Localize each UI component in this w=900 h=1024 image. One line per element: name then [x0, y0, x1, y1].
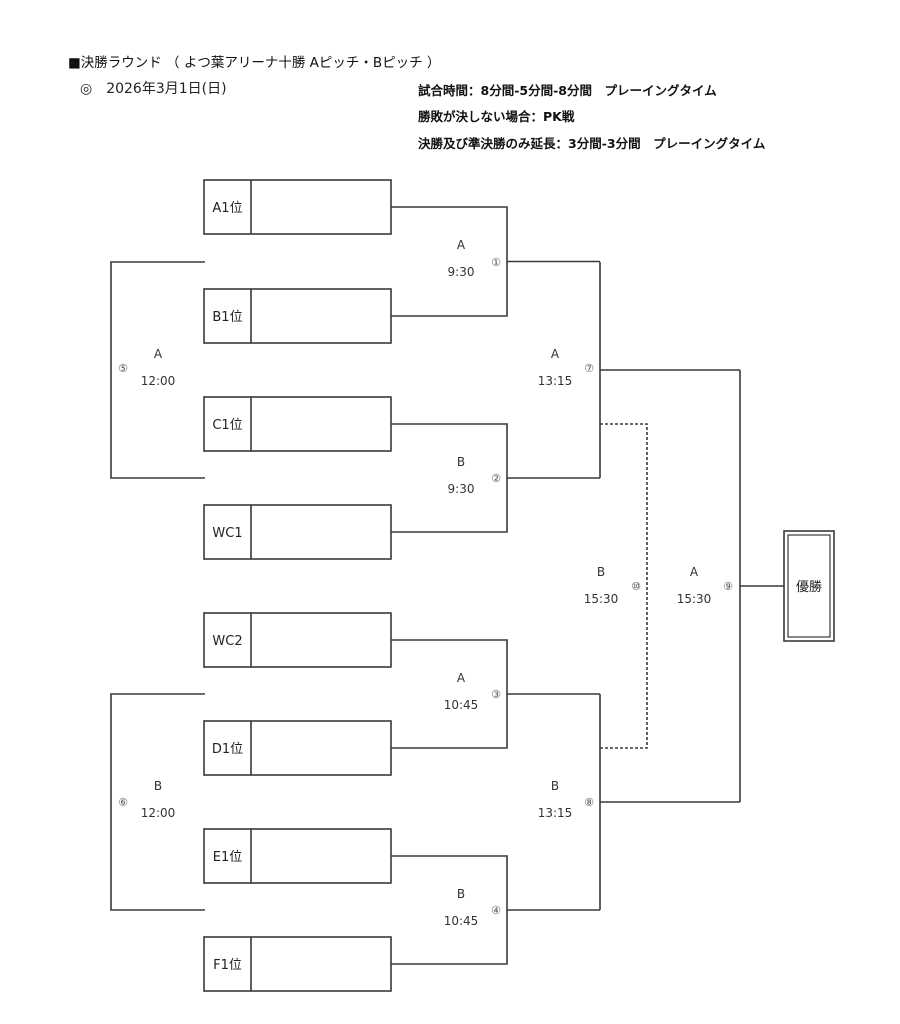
team-seed-label: C1位: [212, 418, 242, 433]
team-slot: C1位: [203, 396, 392, 452]
bracket-line-match-6: [110, 693, 205, 911]
match-pitch: B: [551, 779, 559, 793]
match-info: A 15:30 ⑨: [677, 565, 733, 606]
team-slot: F1位: [203, 936, 392, 992]
match-info: A 13:15 ⑦: [538, 347, 594, 388]
bracket-line-match-7: [599, 262, 740, 478]
match-time: 15:30: [584, 592, 619, 606]
match-pitch: B: [154, 779, 162, 793]
match-info: A 9:30 ①: [448, 238, 502, 279]
match-info: B 15:30 ⑩: [584, 565, 641, 606]
match-time: 10:45: [444, 698, 479, 712]
rule-tiebreak: 勝敗が決しない場合：PK戦: [418, 109, 575, 124]
match-time: 13:15: [538, 374, 573, 388]
bracket-line-match-8: [599, 694, 740, 910]
team-box: [203, 720, 392, 776]
match-info: B 12:00 ⑥: [118, 779, 175, 820]
team-seed-label: F1位: [213, 958, 242, 973]
team-box: [203, 612, 392, 668]
event-date: ◎ 2026年3月1日(日): [80, 81, 227, 97]
team-box: [203, 288, 392, 344]
bracket-line-match-5: [110, 261, 205, 479]
match-time: 12:00: [141, 806, 176, 820]
team-seed-label: A1位: [212, 201, 242, 216]
match-pitch: A: [154, 347, 163, 361]
bracket-line-match-3: [391, 639, 600, 749]
team-slot: WC1: [203, 504, 392, 560]
match-number: ⑧: [584, 796, 594, 809]
champion-label: 優勝: [796, 580, 822, 595]
team-slot: E1位: [203, 828, 392, 884]
match-info: B 10:45 ④: [444, 887, 501, 928]
team-slot: B1位: [203, 288, 392, 344]
match-number: ⑥: [118, 796, 128, 809]
bracket-line-match-9: [739, 370, 784, 802]
match-info: B 9:30 ②: [448, 455, 502, 496]
team-slot: D1位: [203, 720, 392, 776]
rule-match-time: 試合時間：8分間-5分間-8分間 プレーイングタイム: [418, 83, 717, 98]
page-title: ■決勝ラウンド （ よつ葉アリーナ十勝 Aピッチ・Bピッチ ）: [68, 55, 441, 71]
team-box: [203, 936, 392, 992]
match-pitch: A: [690, 565, 699, 579]
match-info: A 10:45 ③: [444, 671, 501, 712]
team-slot: A1位: [203, 179, 392, 235]
match-pitch: A: [551, 347, 560, 361]
match-number: ②: [491, 472, 501, 485]
team-box: [203, 828, 392, 884]
match-number: ①: [491, 256, 501, 269]
match-number: ⑤: [118, 362, 128, 375]
team-box: [203, 179, 392, 235]
match-info: B 13:15 ⑧: [538, 779, 594, 820]
champion-box: 優勝: [783, 530, 835, 642]
bracket-line-match-2: [391, 423, 600, 533]
bracket-line-match-1: [391, 206, 600, 317]
match-time: 9:30: [448, 482, 475, 496]
match-pitch: B: [457, 887, 465, 901]
match-number: ④: [491, 904, 501, 917]
match-pitch: A: [457, 671, 466, 685]
team-seed-label: D1位: [212, 742, 243, 757]
match-info: A 12:00 ⑤: [118, 347, 175, 388]
match-time: 9:30: [448, 265, 475, 279]
match-number: ⑨: [723, 580, 733, 593]
team-box: [203, 504, 392, 560]
match-pitch: A: [457, 238, 466, 252]
match-time: 10:45: [444, 914, 479, 928]
match-number: ⑩: [631, 580, 641, 593]
match-pitch: B: [597, 565, 605, 579]
team-box: [203, 396, 392, 452]
match-time: 15:30: [677, 592, 712, 606]
match-pitch: B: [457, 455, 465, 469]
match-time: 13:15: [538, 806, 573, 820]
team-seed-label: WC2: [212, 634, 242, 649]
match-time: 12:00: [141, 374, 176, 388]
team-seed-label: WC1: [212, 526, 242, 541]
bracket-line-match-4: [391, 855, 600, 965]
rule-extra-time: 決勝及び準決勝のみ延長：3分間-3分間 プレーイングタイム: [418, 136, 766, 151]
team-seed-label: B1位: [212, 310, 242, 325]
match-number: ⑦: [584, 362, 594, 375]
match-number: ③: [491, 688, 501, 701]
team-slot: WC2: [203, 612, 392, 668]
team-seed-label: E1位: [213, 850, 243, 865]
